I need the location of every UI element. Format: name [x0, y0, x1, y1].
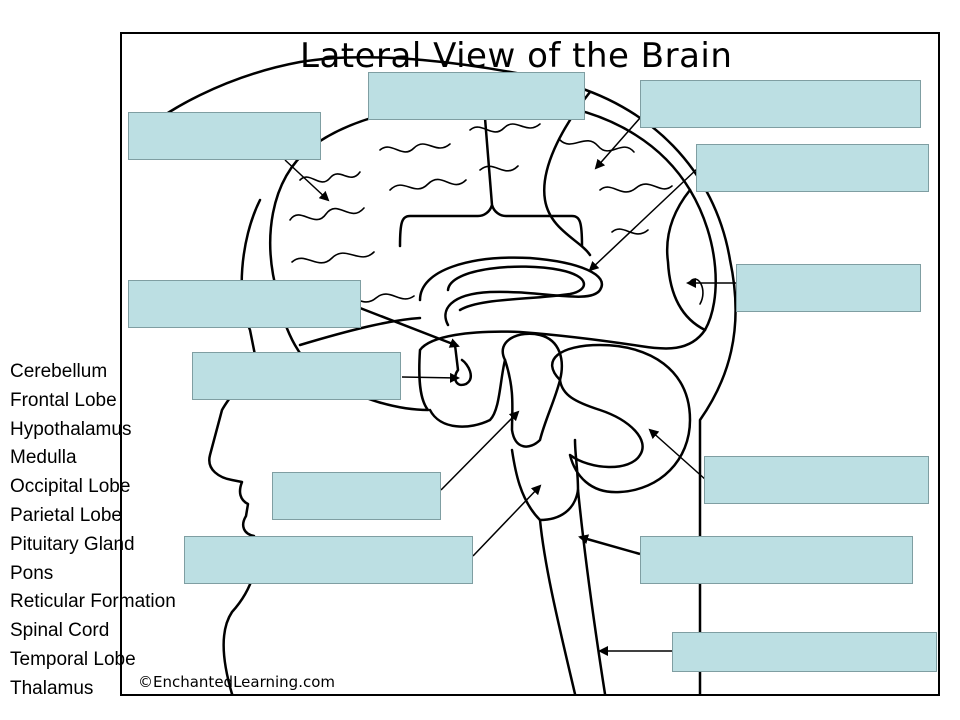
parieto-occipital-line — [666, 188, 707, 332]
label-box-top-left[interactable] — [128, 112, 321, 160]
label-box-bottom-right[interactable] — [640, 536, 913, 584]
word-bank-item: Spinal Cord — [10, 620, 110, 642]
word-bank-item: Thalamus — [10, 677, 94, 699]
pons — [501, 332, 564, 448]
label-box-bottom-far-right[interactable] — [672, 632, 937, 672]
word-bank-item: Reticular Formation — [10, 591, 176, 613]
medulla — [510, 438, 580, 522]
label-box-top-right[interactable] — [640, 80, 921, 128]
word-bank-item: Pituitary Gland — [10, 533, 135, 555]
word-bank-item: Temporal Lobe — [10, 648, 136, 670]
label-box-bottom-left[interactable] — [184, 536, 473, 584]
word-bank-item: Pons — [10, 562, 54, 584]
pointer-medulla — [578, 534, 641, 556]
pointer-occipital-edge — [588, 167, 699, 272]
label-box-bottom-center[interactable] — [272, 472, 441, 520]
label-box-left-lower[interactable] — [192, 352, 401, 400]
word-bank: Cerebellum Frontal Lobe Hypothalamus Med… — [10, 358, 176, 704]
word-bank-item: Medulla — [10, 447, 77, 469]
central-sulcus — [543, 90, 592, 257]
label-box-left-middle[interactable] — [128, 280, 361, 328]
pointer-parietal — [594, 117, 641, 170]
label-box-top-center[interactable] — [368, 72, 585, 120]
label-box-right-lower[interactable] — [704, 456, 929, 504]
cerebellum — [551, 343, 692, 494]
word-bank-item: Frontal Lobe — [10, 389, 117, 411]
pointer-temporal — [440, 410, 520, 491]
word-bank-item: Occipital Lobe — [10, 476, 131, 498]
corpus-callosum — [418, 256, 603, 327]
word-bank-item: Hypothalamus — [10, 418, 132, 440]
pointer-cerebellum — [648, 428, 707, 481]
copyright-notice: ©EnchantedLearning.com — [138, 673, 335, 691]
face-profile — [208, 198, 262, 696]
word-bank-item: Cerebellum — [10, 361, 108, 382]
label-box-right-upper[interactable] — [696, 144, 929, 192]
pointer-frontal — [284, 159, 330, 202]
thalamus-region — [446, 265, 586, 312]
spinal-cord — [538, 488, 607, 696]
pointer-pituitary — [401, 372, 460, 383]
temporal-lobe — [428, 358, 507, 428]
pointer-hypothalamus — [359, 306, 460, 348]
lateral-fissure — [298, 316, 422, 347]
label-bracket — [398, 116, 584, 248]
pituitary-stalk — [453, 343, 472, 387]
diagram-title: Lateral View of the Brain — [300, 36, 733, 76]
word-bank-item: Parietal Lobe — [10, 504, 122, 526]
pointer-pons — [472, 484, 542, 557]
label-box-right-middle[interactable] — [736, 264, 921, 312]
